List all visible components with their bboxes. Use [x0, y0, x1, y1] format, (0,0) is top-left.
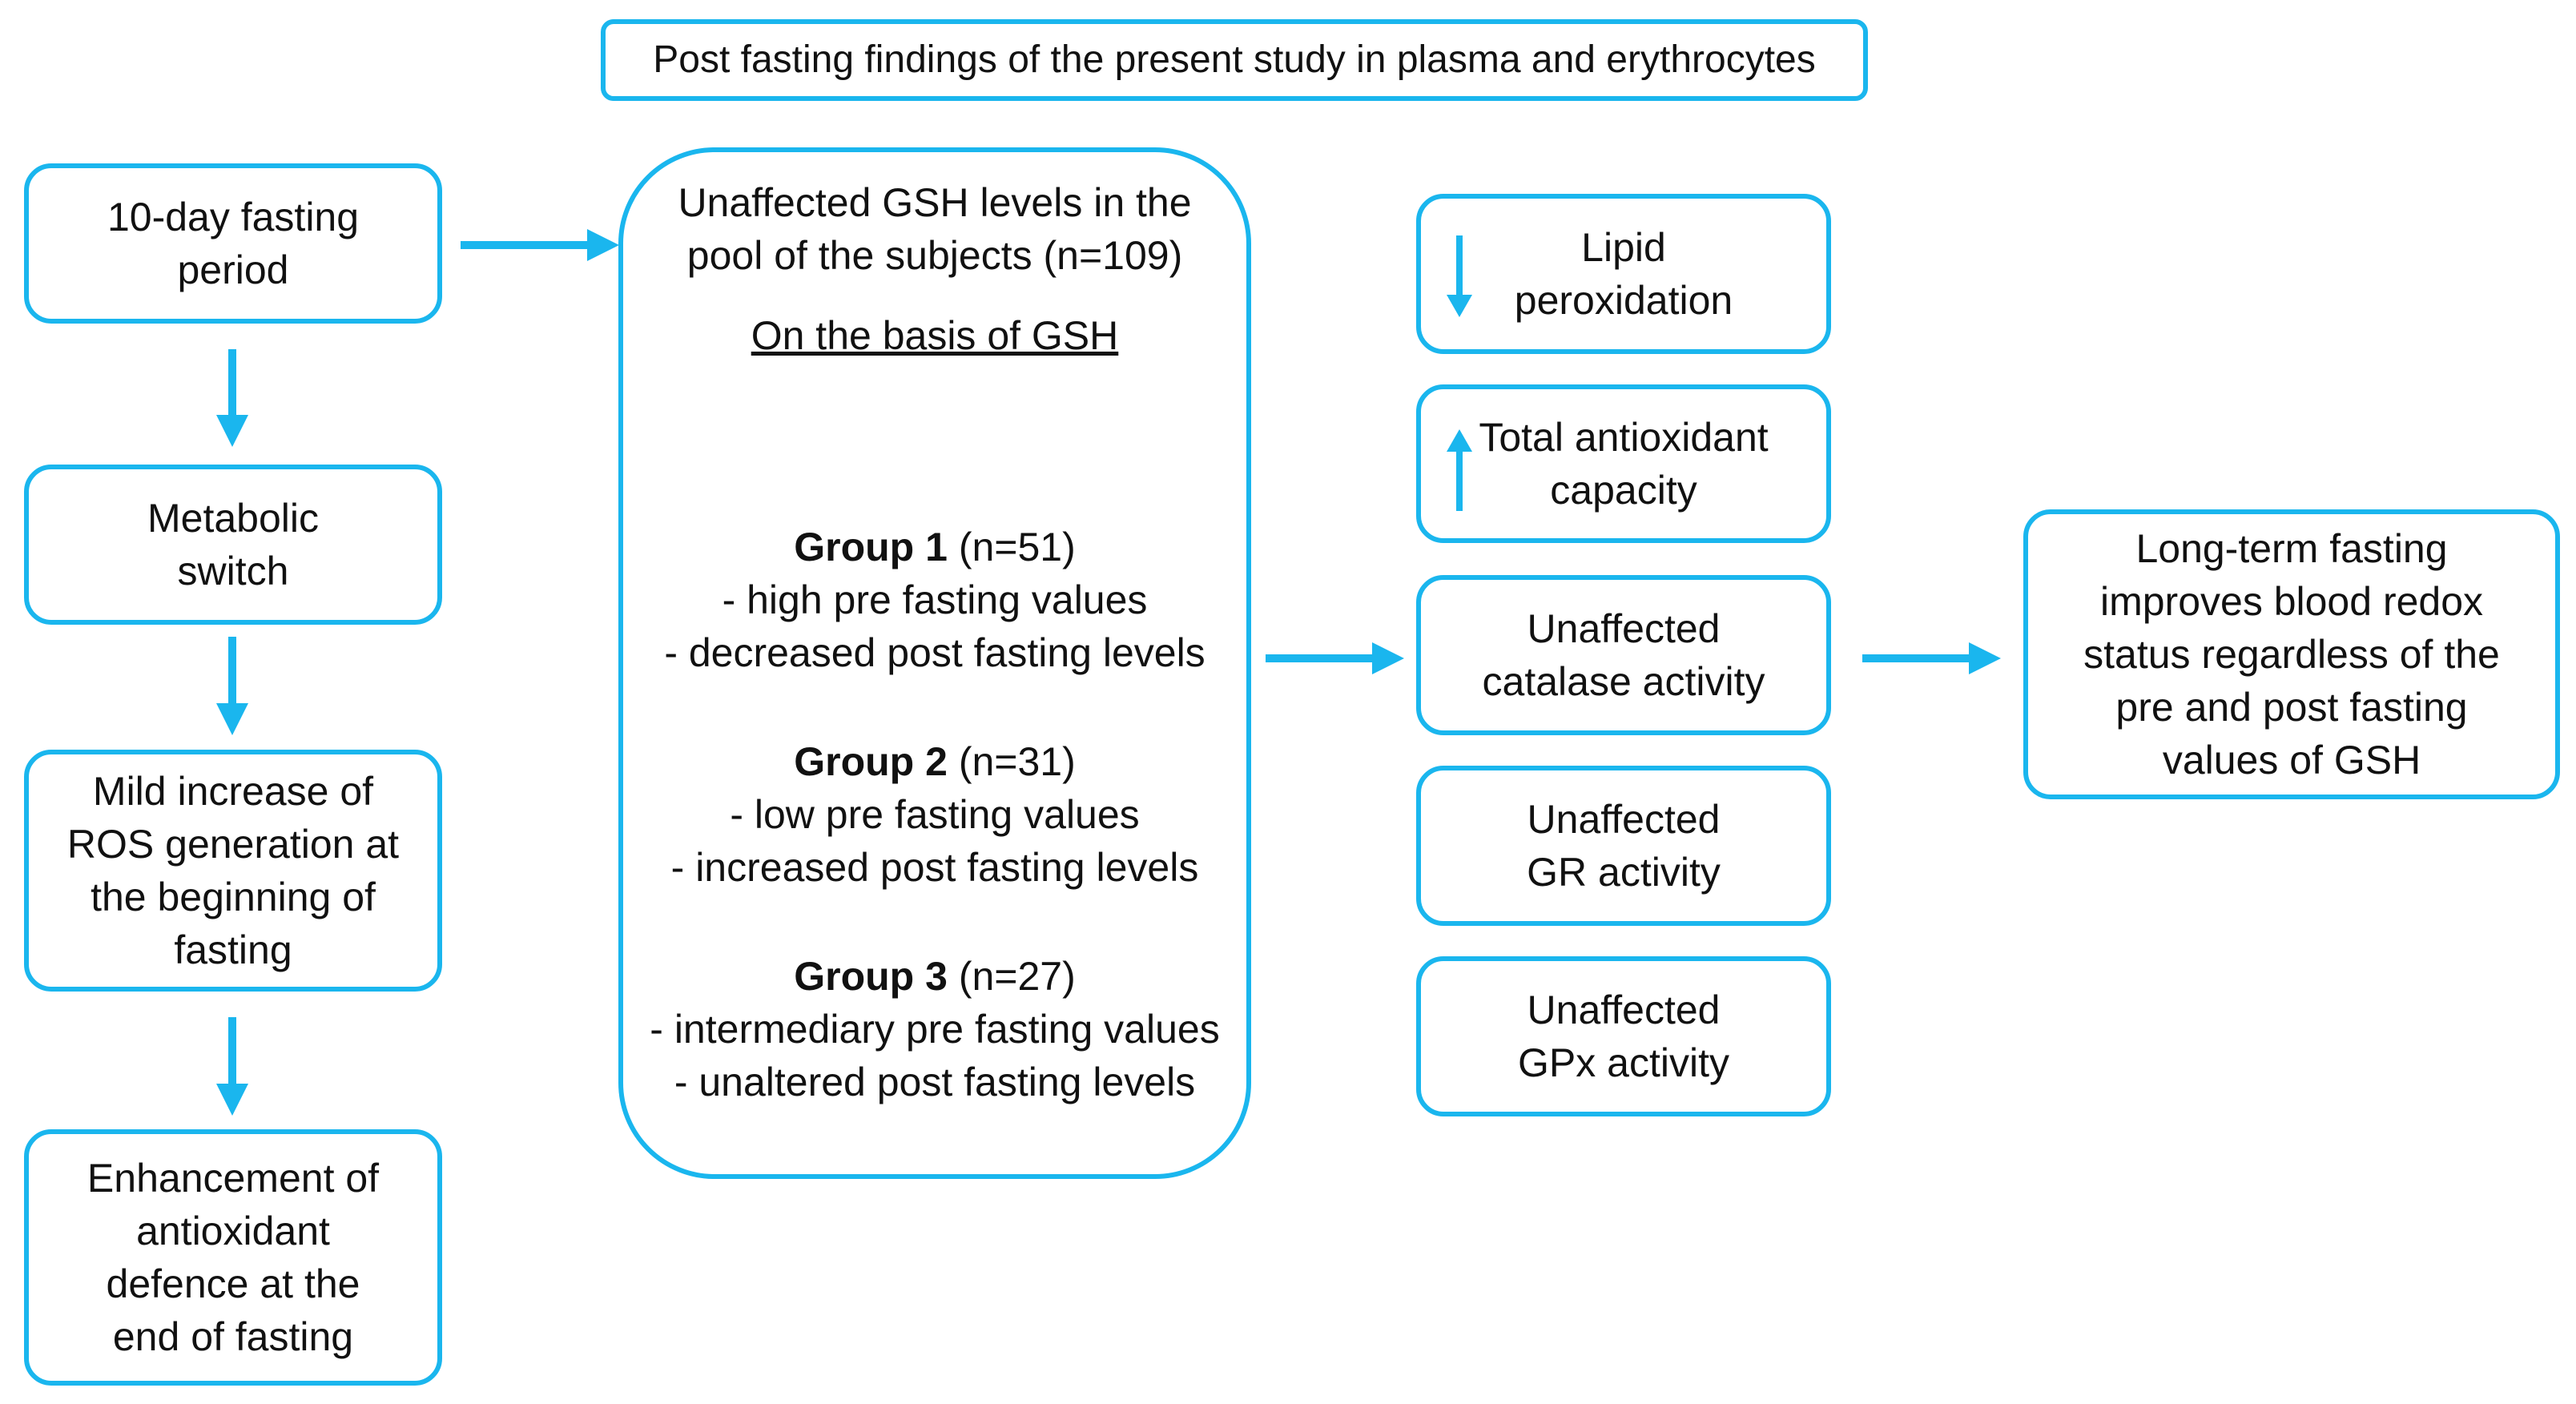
box-line: Long-term fasting	[2135, 526, 2448, 571]
lipid-peroxidation-box: Lipid peroxidation	[1416, 194, 1831, 354]
group-2-name: Group 2	[794, 739, 948, 784]
box-line: capacity	[1550, 468, 1697, 513]
conclusion-box: Long-term fasting improves blood redox s…	[2023, 509, 2560, 799]
box-line: Unaffected	[1527, 606, 1721, 651]
gsh-groups-box: Unaffected GSH levels in the pool of the…	[618, 147, 1251, 1179]
box-line: fasting	[174, 927, 292, 972]
box-line: Lipid	[1581, 225, 1666, 270]
group-2-line: - increased post fasting levels	[670, 845, 1199, 890]
group-2-heading: Group 2 (n=31)	[794, 735, 1076, 788]
gsh-basis-text: On the basis of GSH	[751, 313, 1119, 358]
group-1-line: - high pre fasting values	[722, 577, 1148, 622]
box-line: defence at the	[106, 1261, 360, 1306]
box-line: Total antioxidant	[1479, 415, 1769, 460]
box-line: the beginning of	[91, 875, 376, 919]
group-3-n: (n=27)	[958, 954, 1076, 999]
gsh-basis-heading: On the basis of GSH	[751, 309, 1119, 362]
box-line: GPx activity	[1518, 1040, 1729, 1085]
box-line: Unaffected	[1527, 797, 1721, 842]
box-line: end of fasting	[112, 1314, 354, 1359]
gsh-intro-line: Unaffected GSH levels in the	[678, 180, 1192, 225]
box-line: Mild increase of	[92, 769, 374, 814]
box-line: peroxidation	[1514, 278, 1733, 323]
group-3-heading: Group 3 (n=27)	[794, 950, 1076, 1003]
catalase-activity-box: Unaffected catalase activity	[1416, 575, 1831, 735]
box-line: Unaffected	[1527, 988, 1721, 1032]
group-1-n: (n=51)	[958, 525, 1076, 569]
box-line: 10-day fasting	[107, 195, 360, 239]
metabolic-switch-box: Metabolic switch	[24, 465, 442, 625]
box-line: Metabolic	[147, 496, 319, 541]
box-line: ROS generation at	[66, 822, 400, 867]
group-3-line: - unaltered post fasting levels	[674, 1060, 1196, 1104]
diagram-title: Post fasting findings of the present stu…	[653, 38, 1816, 81]
fasting-period-box: 10-day fasting period	[24, 163, 442, 324]
gr-activity-box: Unaffected GR activity	[1416, 766, 1831, 926]
down-arrow-icon	[1447, 235, 1472, 317]
group-2-line: - low pre fasting values	[730, 792, 1140, 837]
ros-generation-box: Mild increase of ROS generation at the b…	[24, 750, 442, 992]
box-line: catalase activity	[1482, 659, 1765, 704]
box-line: Enhancement of	[87, 1156, 380, 1201]
diagram-title-box: Post fasting findings of the present stu…	[601, 19, 1868, 101]
group-1-line: - decreased post fasting levels	[664, 630, 1205, 675]
box-line: antioxidant	[136, 1209, 330, 1253]
group-1-name: Group 1	[794, 525, 948, 569]
group-1-heading: Group 1 (n=51)	[794, 521, 1076, 573]
box-line: status regardless of the	[2083, 632, 2500, 677]
total-antioxidant-capacity-box: Total antioxidant capacity	[1416, 384, 1831, 543]
box-line: values of GSH	[2162, 738, 2421, 782]
group-3-name: Group 3	[794, 954, 948, 999]
box-line: improves blood redox	[2099, 579, 2484, 624]
up-arrow-icon	[1447, 429, 1472, 511]
group-3-line: - intermediary pre fasting values	[650, 1007, 1220, 1052]
antioxidant-defence-box: Enhancement of antioxidant defence at th…	[24, 1129, 442, 1386]
group-2-n: (n=31)	[958, 739, 1076, 784]
gsh-intro-line: pool of the subjects (n=109)	[686, 233, 1183, 278]
box-line: period	[177, 247, 289, 292]
box-line: pre and post fasting	[2115, 685, 2468, 730]
box-line: switch	[177, 549, 289, 593]
gpx-activity-box: Unaffected GPx activity	[1416, 956, 1831, 1116]
box-line: GR activity	[1527, 850, 1721, 895]
